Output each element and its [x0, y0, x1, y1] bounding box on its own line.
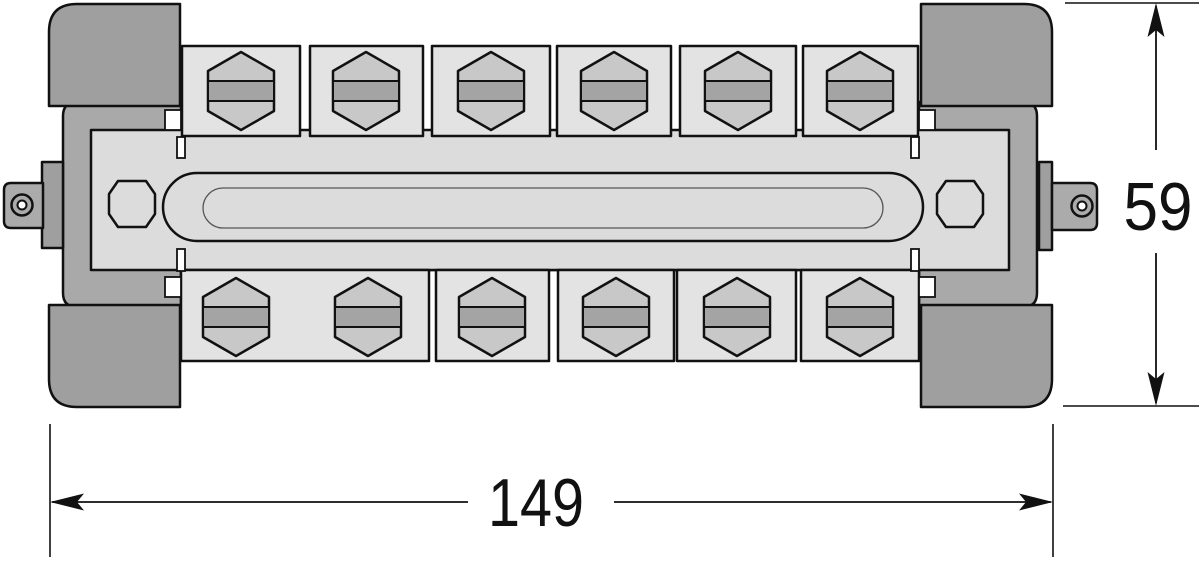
seam-cutout-4 — [910, 136, 920, 159]
mounting-stem-left — [40, 160, 65, 250]
width-dimension-label: 149 — [488, 465, 584, 541]
terminal-cells-top-row — [180, 44, 920, 138]
screw-slot-top-1 — [207, 80, 275, 102]
seam-cutout-1 — [164, 109, 182, 131]
screw-heads-bottom-row — [201, 276, 895, 358]
plate-hole-left — [107, 179, 157, 229]
center-slot-inner — [202, 187, 884, 229]
seam-cutout-6 — [176, 248, 186, 272]
busbar-plate — [89, 128, 1011, 272]
plate-end-holes — [107, 179, 985, 229]
seam-cutout-7 — [918, 276, 936, 298]
frame-seam-cutouts — [164, 109, 936, 298]
screw-slot-top-2 — [332, 80, 400, 102]
plate-hole-right — [935, 179, 985, 229]
seam-cutout-2 — [176, 136, 186, 159]
screw-slot-bottom-1 — [202, 306, 270, 328]
screw-slot-top-6 — [826, 80, 894, 102]
seam-cutout-5 — [164, 276, 182, 298]
seam-cutout-8 — [910, 248, 920, 272]
screw-slot-bottom-5 — [703, 306, 771, 328]
arrowhead-down — [1147, 372, 1165, 406]
mounting-hole-right-inner — [1076, 200, 1088, 212]
arrowhead-left — [50, 493, 84, 511]
dimension-annotations: 149 59 — [49, 2, 1199, 557]
screw-slot-bottom-2 — [334, 306, 402, 328]
terminal-cells-bottom-row — [179, 268, 921, 363]
screw-slot-top-3 — [457, 80, 525, 102]
height-dimension-label: 59 — [1124, 169, 1193, 245]
corner-bracket-bottom-left — [47, 303, 182, 409]
arrowhead-right — [1019, 493, 1053, 511]
corner-bracket-top-right — [919, 2, 1054, 108]
arrowhead-up — [1147, 3, 1165, 37]
screw-slot-top-4 — [580, 80, 648, 102]
screw-slot-top-5 — [704, 80, 772, 102]
screw-slot-bottom-6 — [826, 306, 894, 328]
mounting-stem-right — [1037, 160, 1054, 252]
screw-heads-top-row — [206, 50, 895, 132]
corner-bracket-bottom-right — [919, 303, 1054, 409]
center-slot-outer — [161, 171, 925, 243]
screw-slot-bottom-3 — [458, 306, 526, 328]
seam-cutout-3 — [918, 109, 936, 131]
mounting-hole-left-inner — [16, 199, 28, 211]
corner-bracket-top-left — [47, 2, 182, 108]
screw-slot-bottom-4 — [582, 306, 650, 328]
